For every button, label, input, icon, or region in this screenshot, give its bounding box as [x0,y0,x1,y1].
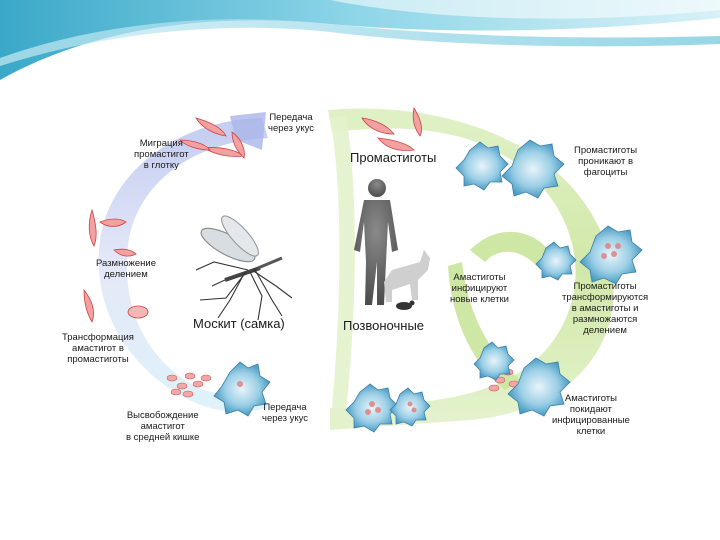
promastigotes-label: Промастиготы [350,150,436,165]
mosquito-illustration [196,211,292,320]
label-division: Размножение делением [96,258,156,280]
label-release: Высвобождение амастигот в средней кишке [126,410,199,443]
label-migration: Миграция промастигот в глотку [134,138,189,171]
label-transform-multiply: Промастиготы трансформируются в амастиго… [562,281,648,336]
label-transmission-bottom: Передача через укус [262,402,308,424]
label-penetrate: Промастиготы проникают в фагоциты [574,145,637,178]
label-transmission-top: Передача через укус [268,112,314,134]
rodent-silhouette [396,301,415,311]
vertebrates-label: Позвоночные [343,318,424,333]
label-infect: Амастиготы инфицируют новые клетки [450,272,509,305]
label-leave-cells: Амастиготы покидают инфицированные клетк… [552,393,630,437]
label-transformation: Трансформация амастигот в промастиготы [62,332,134,365]
mosquito-label: Москит (самка) [193,316,285,331]
dog-silhouette [384,250,430,302]
